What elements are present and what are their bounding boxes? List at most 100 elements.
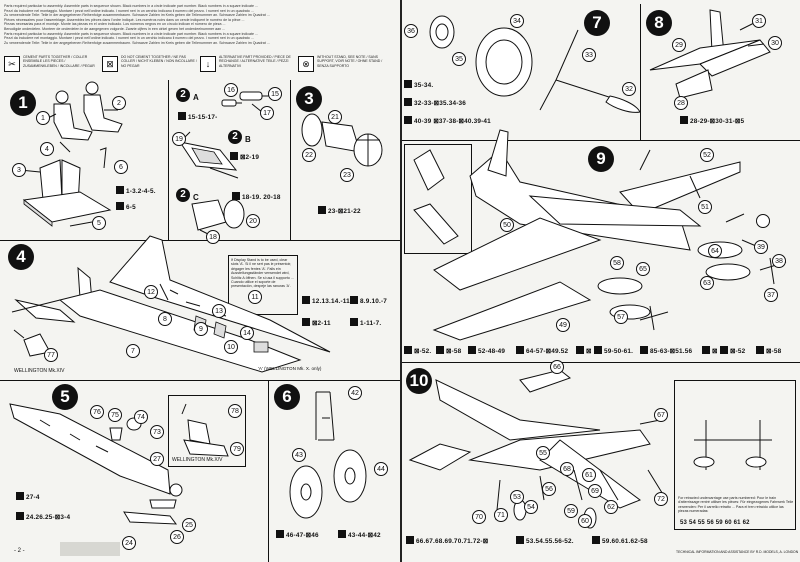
- cement-icon: [404, 98, 412, 106]
- part-43: 43: [292, 448, 306, 462]
- part-51: 52: [700, 148, 714, 162]
- part-70: 70: [472, 510, 486, 524]
- inset-box: [404, 144, 472, 254]
- part-6: 6: [114, 160, 128, 174]
- part-76: 76: [90, 405, 104, 419]
- step-8-sequence: 28-29-⊠30-31-⊠5: [680, 116, 744, 125]
- step-6-number: 6: [274, 384, 300, 410]
- part-30: 30: [768, 36, 782, 50]
- part-21: 21: [328, 110, 342, 124]
- inset-mkxv-box: [168, 395, 246, 467]
- part-17: 17: [260, 106, 274, 120]
- cement-icon: [404, 346, 412, 354]
- part-78: 78: [228, 404, 242, 418]
- part-28: 28: [674, 96, 688, 110]
- part-77: 77: [44, 348, 58, 362]
- step-9-sequence: ⊠-58: [756, 346, 781, 355]
- step-9-sequence: ⊠: [576, 346, 592, 355]
- no-cement-icon: ⊠: [102, 56, 118, 72]
- legend-cement: ✂ CEMENT PARTS TOGETHER / COLLER ENSEMBL…: [4, 54, 100, 76]
- part-35: 35: [452, 52, 466, 66]
- cement-icon: [756, 346, 764, 354]
- part-49: 50: [500, 218, 514, 232]
- cement-icon: [302, 296, 310, 304]
- step-9-sequence: ⊠-52.: [404, 346, 431, 355]
- step-1-sequence: 6-5: [116, 202, 136, 211]
- part-57: 58: [610, 256, 624, 270]
- step-2c-letter: C: [193, 193, 199, 202]
- part-60: 60: [578, 514, 592, 528]
- part-63: 64: [708, 244, 722, 258]
- page-number-left: - 2 -: [14, 548, 25, 554]
- step-9-sequence: 64-57-⊠49.52: [516, 346, 568, 355]
- step-6-sequence: 43-44-⊠42: [338, 530, 381, 539]
- step-9-number: 9: [588, 146, 614, 172]
- legend-text: CEMENT PARTS TOGETHER / COLLER ENSEMBLE …: [23, 55, 95, 68]
- without-stand-icon: ⊗: [298, 56, 314, 72]
- cement-icon: [16, 492, 24, 500]
- part-54: 54: [524, 500, 538, 514]
- step-7-number: 7: [584, 10, 610, 36]
- part-31: 31: [752, 14, 766, 28]
- part-7: 7: [126, 344, 140, 358]
- part-71: 71: [494, 508, 508, 522]
- cement-icon: [116, 186, 124, 194]
- part-56: 56: [542, 482, 556, 496]
- divider: [402, 140, 800, 141]
- part-61: 61: [582, 468, 596, 482]
- divider: [640, 4, 641, 140]
- part-38: 38: [772, 254, 786, 268]
- part-12: 12: [144, 285, 158, 299]
- cement-icon: [16, 512, 24, 520]
- cement-icon: [178, 112, 186, 120]
- part-32: 32: [622, 82, 636, 96]
- step-9-sequence: 52-48-49: [468, 346, 505, 355]
- step-10-sequence: 53.54.55.56-52.: [516, 536, 574, 545]
- part-29: 29: [672, 38, 686, 52]
- cement-icon: [468, 346, 476, 354]
- part-58: 63: [700, 276, 714, 290]
- part-64: 65: [636, 262, 650, 276]
- cement-icon: [404, 116, 412, 124]
- inset-box-step-10: [674, 380, 796, 530]
- caption-wellington-mkxv: WELLINGTON Mk.X/V: [172, 457, 223, 463]
- step-9-sequence: 85-63-⊠51.56: [640, 346, 692, 355]
- cement-icon: [594, 346, 602, 354]
- retracted-part-list: 53 54 55 56 59 60 61 62: [680, 520, 750, 526]
- step-6-sequence: 46-47-⊠46: [276, 530, 319, 539]
- divider: [268, 380, 269, 562]
- step-3-sequence: 23-⊠21-22: [318, 206, 361, 215]
- part-68: 68: [560, 462, 574, 476]
- cement-icon: [680, 116, 688, 124]
- cement-icon: [592, 536, 600, 544]
- legend-alternative: ↓ ALTERNATIVE PART PROVIDED / PIECE DE R…: [200, 54, 296, 76]
- cement-icon: [232, 192, 240, 200]
- header-line: Pezzi da includere nel montaggio. Montar…: [4, 36, 254, 41]
- legend-without-stand: ⊗ WITHOUT STAND, SEE NOTE / SANS SUPPORT…: [298, 54, 394, 76]
- step-1-number: 1: [10, 90, 36, 116]
- header-line: Piezas necesarias para el montaje. Monte…: [4, 22, 226, 27]
- part-75: 75: [108, 408, 122, 422]
- step-2c-number: 2: [176, 188, 190, 202]
- cement-icon: [116, 202, 124, 210]
- header-line: Parts required particular to assembly. A…: [4, 31, 259, 36]
- step-7-sequence: 32-33-⊠35.34-36: [404, 98, 466, 107]
- part-1: 1: [36, 111, 50, 125]
- page-spine: [400, 0, 402, 562]
- step-9-sequence: ⊠-58: [436, 346, 461, 355]
- cement-icon: [302, 318, 310, 326]
- divider: [168, 80, 169, 240]
- part-42: 42: [348, 386, 362, 400]
- cement-icon: [318, 206, 326, 214]
- part-10: 10: [224, 340, 238, 354]
- part-79: 79: [230, 442, 244, 456]
- step-5-number: 5: [52, 384, 78, 410]
- cement-icon: [404, 80, 412, 88]
- step-1-sequence: 1-3.2-4-5.: [116, 186, 156, 195]
- part-24: 24: [122, 536, 136, 550]
